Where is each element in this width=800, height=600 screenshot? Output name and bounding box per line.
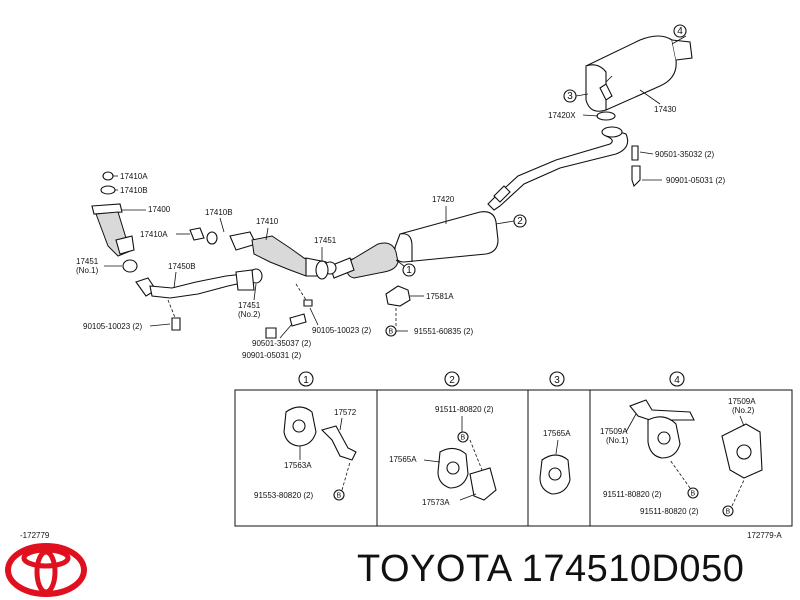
detail-panels [234, 389, 793, 527]
gasket-17451-no1 [122, 259, 138, 273]
panel-1-label-17563A: 17563A [284, 461, 312, 470]
insulator-17563A [283, 406, 357, 461]
svg-text:B: B [461, 435, 466, 442]
front-pipe-catalyst [323, 242, 399, 279]
panel-3-number [549, 371, 565, 387]
panel-1-label-17572: 17572 [334, 408, 357, 417]
svg-text:1: 1 [303, 375, 309, 386]
front-exhaust-pipe-17450B [135, 269, 255, 299]
label-17451-no1-sub: (No.1) [76, 266, 99, 275]
exhaust-manifold-17400 [91, 171, 135, 257]
rear-muffler [585, 35, 693, 121]
label-90501-35032: 90501-35032 (2) [655, 150, 714, 159]
panel-4-label-91511-a: 91511-80820 (2) [603, 490, 662, 499]
svg-text:B: B [337, 493, 342, 500]
callout-3-label: 3 [567, 91, 573, 102]
callout-1-label: 1 [406, 265, 412, 276]
ref-number-left: -172779 [20, 531, 50, 540]
panel-2-label-17565A: 17565A [389, 455, 417, 464]
label-90105-left: 90105-10023 (2) [83, 322, 142, 331]
svg-text:4: 4 [674, 375, 680, 386]
label-17410: 17410 [256, 217, 279, 226]
panel-2-label-17573A: 17573A [422, 498, 450, 507]
panel-4-number [669, 371, 685, 387]
panel-4-label-no2: (No.2) [732, 406, 755, 415]
brand-part-number: TOYOTA 174510D050 [357, 548, 745, 590]
label-91551-60835: 91551-60835 (2) [414, 327, 473, 336]
panel-4-label-91511-b: 91511-80820 (2) [640, 507, 699, 516]
svg-text:2: 2 [449, 375, 455, 386]
label-17420X: 17420X [548, 111, 576, 120]
svg-text:B: B [691, 491, 696, 498]
label-17410B-2: 17410B [205, 208, 233, 217]
label-17410A-2: 17410A [140, 230, 168, 239]
label-17451-mid: 17451 [314, 236, 337, 245]
panel-4-label-17509A-no1: 17509A [600, 427, 628, 436]
panel-4-label-no1: (No.1) [606, 436, 629, 445]
label-17420: 17420 [432, 195, 455, 204]
center-exhaust-pipe [487, 126, 629, 211]
insulator-17565A-panel2 [437, 447, 497, 501]
insulator-17565A-panel3 [539, 454, 571, 495]
svg-text:B: B [389, 329, 394, 336]
svg-text:B: B [726, 509, 731, 516]
label-17400: 17400 [148, 205, 171, 214]
label-17581A: 17581A [426, 292, 454, 301]
panel-3-label-17565A: 17565A [543, 429, 571, 438]
ref-number-right: 172779-A [747, 531, 782, 540]
label-90901-05031-right: 90901-05031 (2) [666, 176, 725, 185]
svg-text:3: 3 [554, 375, 560, 386]
label-17451-no2-sub: (No.2) [238, 310, 261, 319]
hanger-17581A-part [385, 285, 411, 307]
callout-4-marker [673, 24, 687, 38]
label-17450B: 17450B [168, 262, 196, 271]
callout-2-label: 2 [517, 216, 523, 227]
label-17430: 17430 [654, 105, 677, 114]
callout-1-marker [402, 263, 416, 277]
hanger-bracket-17509A [629, 399, 763, 479]
panel-1-number [298, 371, 314, 387]
label-90105-mid: 90105-10023 (2) [312, 326, 371, 335]
panel-1-label-91553: 91553-80820 (2) [254, 491, 313, 500]
label-17410B: 17410B [120, 186, 148, 195]
front-pipe-17410 [229, 231, 329, 280]
label-17451-no2: 17451 [238, 301, 261, 310]
label-90901-mid: 90901-05031 (2) [242, 351, 301, 360]
label-17451-no1: 17451 [76, 257, 99, 266]
label-90501-35037: 90501-35037 (2) [252, 339, 311, 348]
panel-2-number [444, 371, 460, 387]
callout-4-label: 4 [677, 26, 683, 37]
toyota-logo [5, 543, 87, 597]
panel-2-label-91511: 91511-80820 (2) [435, 405, 494, 414]
label-17410A: 17410A [120, 172, 148, 181]
panel-4-label-17509A-no2: 17509A [728, 397, 756, 406]
